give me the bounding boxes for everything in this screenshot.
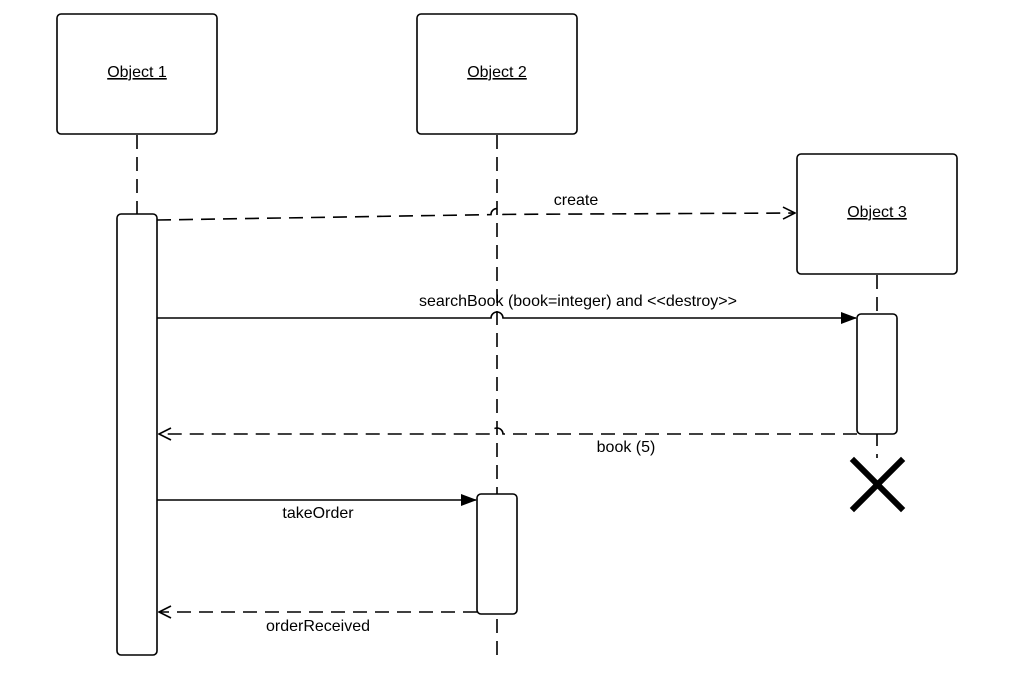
object-label-obj3: Object 3 — [847, 204, 907, 221]
object-box-obj3[interactable]: Object 3 — [796, 153, 958, 275]
message-label-book: book (5) — [597, 439, 656, 456]
object-label-obj1: Object 1 — [107, 64, 167, 81]
message-label-search: searchBook (book=integer) and <<destroy>… — [419, 293, 737, 310]
destroy-x-icon — [849, 456, 906, 513]
activation-bar-obj3[interactable] — [856, 313, 898, 435]
message-order-received[interactable]: orderReceived — [159, 612, 477, 635]
activation-bar-obj1[interactable] — [116, 213, 158, 656]
object-label-obj2: Object 2 — [467, 64, 527, 81]
message-label-take-order: takeOrder — [282, 505, 354, 522]
activation-bar-obj2[interactable] — [476, 493, 518, 615]
object-box-obj2[interactable]: Object 2 — [416, 13, 578, 135]
message-search[interactable]: searchBook (book=integer) and <<destroy>… — [157, 293, 857, 324]
message-create[interactable]: create — [156, 192, 795, 221]
message-label-order-received: orderReceived — [266, 618, 370, 635]
message-label-create: create — [554, 192, 599, 209]
message-book[interactable]: book (5) — [159, 427, 857, 456]
message-take-order[interactable]: takeOrder — [157, 494, 477, 522]
object-box-obj1[interactable]: Object 1 — [56, 13, 218, 135]
